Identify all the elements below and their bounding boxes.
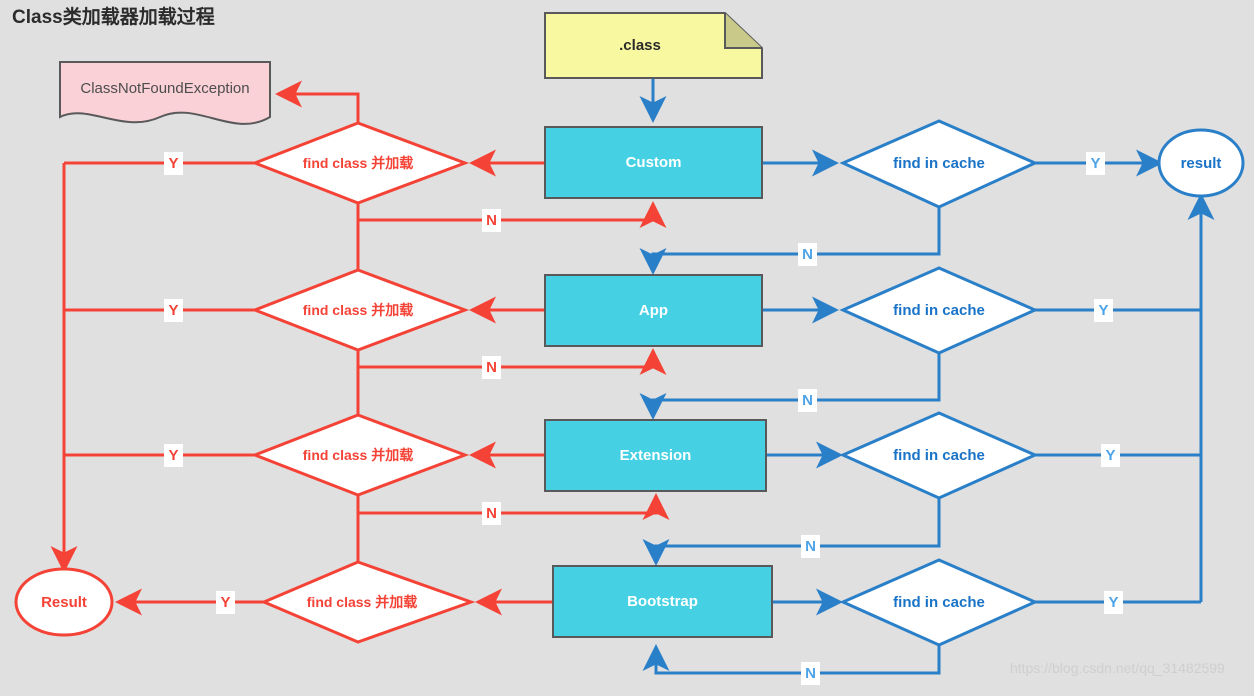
node-findcache-1[interactable] — [839, 119, 1039, 209]
node-findcache-3[interactable] — [839, 411, 1039, 500]
edge-findclass1-to-exception — [275, 80, 360, 123]
node-findclass-4[interactable] — [260, 560, 476, 644]
node-findcache-4[interactable] — [839, 558, 1039, 647]
node-findclass-3[interactable] — [250, 413, 470, 497]
watermark: https://blog.csdn.net/qq_31482599 — [1010, 660, 1225, 676]
node-findcache-2[interactable] — [839, 266, 1039, 355]
node-class-file[interactable] — [544, 12, 763, 79]
edge-findclass3-no-extension — [356, 493, 670, 520]
node-findclass-1[interactable] — [250, 121, 470, 205]
edge-cache4-no-loop — [642, 644, 941, 675]
edge-cache3-no-bootstrap — [642, 498, 941, 566]
node-classnotfoundexception[interactable] — [59, 61, 271, 125]
node-loader-extension[interactable] — [544, 419, 767, 492]
node-findclass-2[interactable] — [250, 268, 470, 352]
node-loader-bootstrap[interactable] — [552, 565, 773, 638]
node-loader-custom[interactable] — [544, 126, 763, 199]
page-title: Class类加载器加载过程 — [12, 7, 215, 28]
node-result-red[interactable] — [14, 567, 114, 637]
edge-findclass1-no-custom — [356, 201, 667, 228]
node-result-blue[interactable] — [1157, 128, 1245, 198]
edge-cache1-no-app — [639, 207, 941, 275]
edge-findclass2-no-app — [356, 348, 667, 375]
edge-cache2-no-extension — [639, 353, 941, 420]
node-loader-app[interactable] — [544, 274, 763, 347]
